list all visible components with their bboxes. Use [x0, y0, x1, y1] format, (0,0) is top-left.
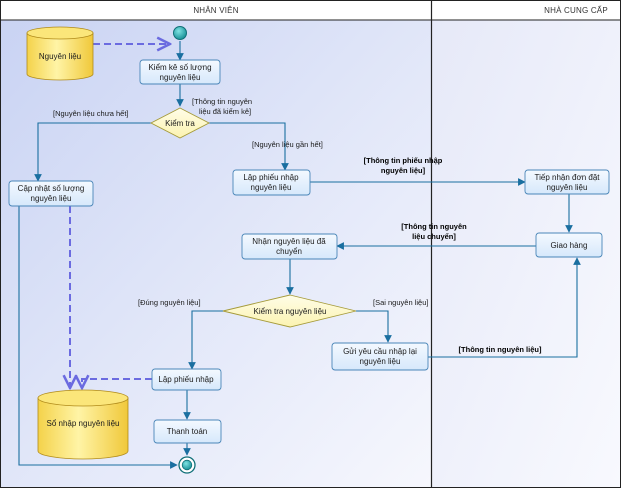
svg-text:nguyên liệu: nguyên liệu: [31, 194, 72, 203]
action-payment: Thanh toán: [153, 419, 222, 444]
decision-check-material: Kiểm tra nguyên liệu: [222, 294, 357, 328]
action-check-quantity: Kiểm kê số lượng nguyên liệu: [139, 59, 221, 85]
svg-text:Lập phiếu nhập: Lập phiếu nhập: [158, 375, 214, 384]
flow-request-to-delivery: [428, 257, 581, 358]
guard-info-checked: [Thông tin nguyên: [192, 97, 252, 106]
svg-text:nguyên liệu: nguyên liệu: [360, 357, 401, 366]
guard-info-checked-2: liệu đã kiểm kê]: [199, 107, 251, 116]
guard-correct: [Đúng nguyên liệu]: [138, 298, 201, 307]
svg-text:nguyên liệu: nguyên liệu: [547, 183, 588, 192]
action-delivery: Giao hàng: [535, 232, 603, 258]
control-flows: [18, 41, 581, 469]
action-create-import-slip: Lập phiếu nhập nguyên liệu: [232, 169, 311, 196]
message-slip-info-2: nguyên liệu]: [381, 166, 426, 175]
lane-title-supplier: NHÀ CUNG CẤP: [544, 5, 608, 15]
guard-wrong: [Sai nguyên liệu]: [373, 298, 428, 307]
flow-update-to-end: [18, 206, 178, 469]
svg-text:Nguyên liệu: Nguyên liệu: [39, 52, 81, 61]
initial-node: [173, 26, 187, 40]
action-request-reimport: Gửi yêu cầu nhập lại nguyên liệu: [331, 342, 429, 371]
flow-decision-to-import: [209, 122, 289, 171]
guard-almost-out: [Nguyên liệu gần hết]: [252, 140, 323, 149]
message-slip-info: [Thông tin phiếu nhập: [364, 156, 443, 165]
action-receive-order: Tiếp nhận đơn đặt nguyên liệu: [524, 169, 610, 195]
flow-decision-to-slip: [188, 310, 223, 370]
object-flows: [70, 44, 170, 388]
svg-text:Giao hàng: Giao hàng: [551, 241, 588, 250]
guard-labels: [Thông tin nguyên liệu đã kiểm kê] [Nguy…: [53, 97, 428, 307]
svg-text:Nhận nguyên liệu đã: Nhận nguyên liệu đã: [252, 237, 326, 246]
action-receive-material: Nhận nguyên liệu đã chuyển: [241, 233, 338, 260]
svg-text:Sổ nhập nguyên liệu: Sổ nhập nguyên liệu: [47, 419, 120, 428]
svg-text:Lập phiếu nhập: Lập phiếu nhập: [243, 173, 299, 182]
svg-text:nguyên liệu: nguyên liệu: [160, 73, 201, 82]
final-node: [178, 456, 196, 474]
flow-decision-to-request: [356, 310, 392, 343]
message-delivered-info: [Thông tin nguyên: [401, 222, 467, 231]
message-labels: [Thông tin phiếu nhập nguyên liệu] [Thôn…: [364, 156, 542, 354]
svg-text:Kiểm tra nguyên liệu: Kiểm tra nguyên liệu: [254, 307, 327, 316]
message-delivered-info-2: liệu chuyển]: [412, 232, 456, 241]
object-import-book: Sổ nhập nguyên liệu: [37, 389, 129, 460]
message-material-info: [Thông tin nguyên liệu]: [459, 345, 542, 354]
action-create-slip: Lập phiếu nhập: [151, 368, 222, 391]
svg-text:Gửi yêu cầu nhập lại: Gửi yêu cầu nhập lại: [343, 347, 417, 356]
lane-title-employee: NHÂN VIÊN: [193, 6, 238, 15]
object-raw-material: Nguyên liệu: [26, 26, 94, 81]
svg-text:Kiểm kê số lượng: Kiểm kê số lượng: [148, 63, 211, 72]
guard-not-out: [Nguyên liệu chưa hết]: [53, 109, 128, 118]
svg-text:chuyển: chuyển: [276, 247, 302, 256]
svg-text:Kiểm tra: Kiểm tra: [165, 119, 195, 128]
action-update-quantity: Cập nhật số lượng nguyên liệu: [8, 180, 94, 207]
flow-decision-to-update: [34, 122, 151, 182]
svg-text:Thanh toán: Thanh toán: [167, 427, 207, 436]
svg-text:nguyên liệu: nguyên liệu: [251, 183, 292, 192]
object-flow-slip-to-book: [82, 379, 152, 388]
svg-text:Tiếp nhận đơn đặt: Tiếp nhận đơn đặt: [535, 173, 601, 182]
svg-text:Cập nhật số lượng: Cập nhật số lượng: [18, 184, 85, 193]
decision-check: Kiểm tra: [150, 107, 210, 139]
